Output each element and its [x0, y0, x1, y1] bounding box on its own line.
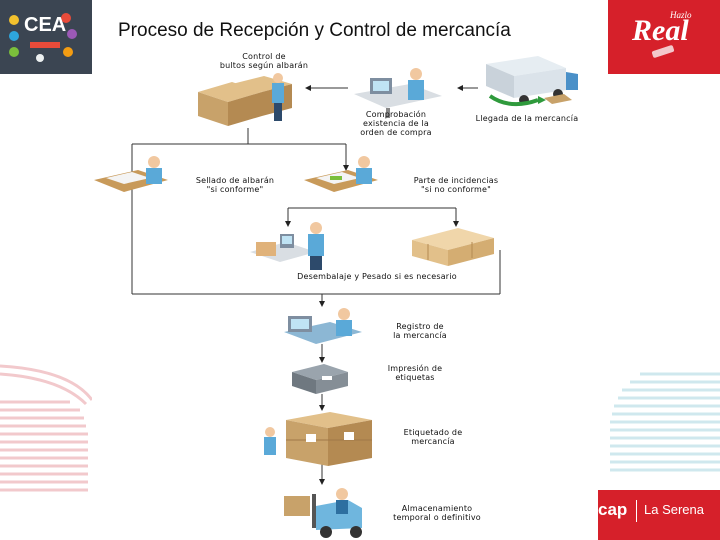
forklift-illustration	[284, 488, 362, 538]
unpack-weigh-illustration	[250, 222, 324, 270]
step-impresion-etiquetas: Impresión de etiquetas	[387, 364, 443, 382]
step-desembalaje-pesado: Desembalaje y Pesado si es necesario	[297, 272, 457, 281]
step-parte-incidencias: Parte de incidencias "si no conforme"	[413, 176, 499, 194]
truck-illustration	[486, 56, 578, 107]
step-comprobacion-orden: Comprobación existencia de la orden de c…	[360, 110, 432, 137]
footer-brand-band	[598, 490, 720, 540]
step-llegada-mercancia: Llegada de la mercancía	[475, 114, 579, 123]
footer-city: La Serena	[644, 502, 704, 517]
warehouse-shelf-illustration	[412, 228, 494, 266]
step-registro-mercancia: Registro de la mercancía	[393, 322, 447, 340]
hazlo-real-logo	[608, 0, 720, 74]
incident-report-illustration	[304, 156, 378, 192]
step-sellado-albaran: Sellado de albarán "si conforme"	[195, 176, 275, 194]
footer-brand: cap	[598, 500, 628, 519]
cea-logo-graphic	[9, 13, 77, 62]
hazlo-real-logo-word: Real	[632, 14, 689, 47]
cea-logo	[0, 0, 92, 74]
footer-divider	[636, 500, 637, 522]
hazlo-real-logo-small: Hazlo	[670, 10, 692, 20]
office-check-illustration	[354, 68, 442, 118]
label-printer-illustration	[292, 364, 348, 394]
cea-logo-text: CEA	[24, 14, 67, 36]
right-stripe-decoration	[610, 372, 720, 472]
step-control-bultos: Control de bultos según albarán	[219, 52, 309, 70]
left-stripe-decoration	[0, 364, 92, 492]
labeled-boxes-illustration	[264, 412, 372, 466]
step-etiquetado-mercancia: Etiquetado de mercancía	[403, 428, 463, 446]
register-computer-illustration	[284, 308, 362, 344]
page-title: Proceso de Recepción y Control de mercan…	[118, 20, 511, 41]
step-almacenamiento: Almacenamiento temporal o definitivo	[393, 504, 481, 522]
boxes-check-illustration	[198, 73, 292, 126]
stamp-ok-illustration	[94, 156, 168, 192]
